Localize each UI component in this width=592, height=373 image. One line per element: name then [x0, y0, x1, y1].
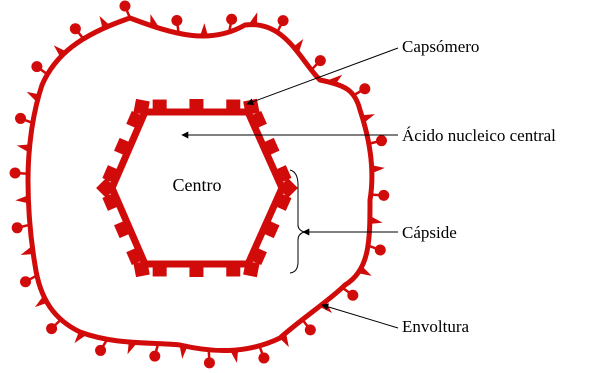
capsomere — [189, 99, 203, 113]
envelope-spike — [180, 345, 188, 358]
envelope-glycoprotein-knob — [258, 353, 269, 364]
envelope-glycoprotein-knob — [15, 113, 26, 124]
envelope-glycoprotein-knob — [12, 222, 23, 233]
capsomere — [153, 262, 167, 276]
envelope-glycoprotein-knob — [70, 23, 81, 34]
capsomero-label: Capsómero — [402, 37, 479, 56]
envelope-glycoprotein-knob — [278, 15, 289, 26]
envelope-spike — [230, 349, 238, 363]
envelope-glycoprotein-knob — [10, 167, 21, 178]
envelope-glycoprotein-knob — [375, 244, 386, 255]
envelope-spike — [17, 144, 31, 152]
envelope-spike — [15, 195, 28, 203]
envelope-glycoprotein-knob — [149, 351, 160, 362]
capsomere — [133, 261, 149, 277]
envelope-spike — [150, 14, 158, 28]
envelope-glycoprotein-knob — [20, 276, 31, 287]
envoltura-label: Envoltura — [402, 317, 469, 336]
capsomere — [153, 100, 167, 114]
envoltura-leader — [322, 305, 398, 328]
envelope-glycoprotein-knob — [171, 15, 182, 26]
envelope-glycoprotein-knob — [376, 135, 387, 146]
capsomere — [226, 262, 240, 276]
capsomere — [226, 100, 240, 114]
envelope-glycoprotein-knob — [46, 323, 57, 334]
envelope-glycoprotein-knob — [378, 190, 389, 201]
envelope-glycoprotein-knob — [315, 55, 326, 66]
envelope-glycoprotein-knob — [359, 83, 370, 94]
envelope-spike — [371, 165, 384, 173]
center-label: Centro — [173, 175, 222, 195]
envelope-glycoprotein-knob — [31, 61, 42, 72]
envelope-glycoprotein-knob — [305, 324, 316, 335]
capside-label: Cápside — [402, 223, 457, 242]
envelope-glycoprotein-knob — [204, 357, 215, 368]
envelope-glycoprotein-knob — [119, 1, 130, 12]
capsomere — [243, 261, 259, 277]
envelope-glycoprotein-knob — [226, 14, 237, 25]
envelope-glycoprotein-knob — [347, 290, 358, 301]
envelope-spike — [369, 216, 383, 224]
envelope-glycoprotein-knob — [95, 345, 106, 356]
capsomere — [133, 99, 149, 115]
capsomere — [243, 99, 259, 115]
capsomere — [189, 263, 203, 277]
acido-nucleico-label: Ácido nucleico central — [402, 126, 556, 145]
envelope-spike — [200, 23, 208, 36]
